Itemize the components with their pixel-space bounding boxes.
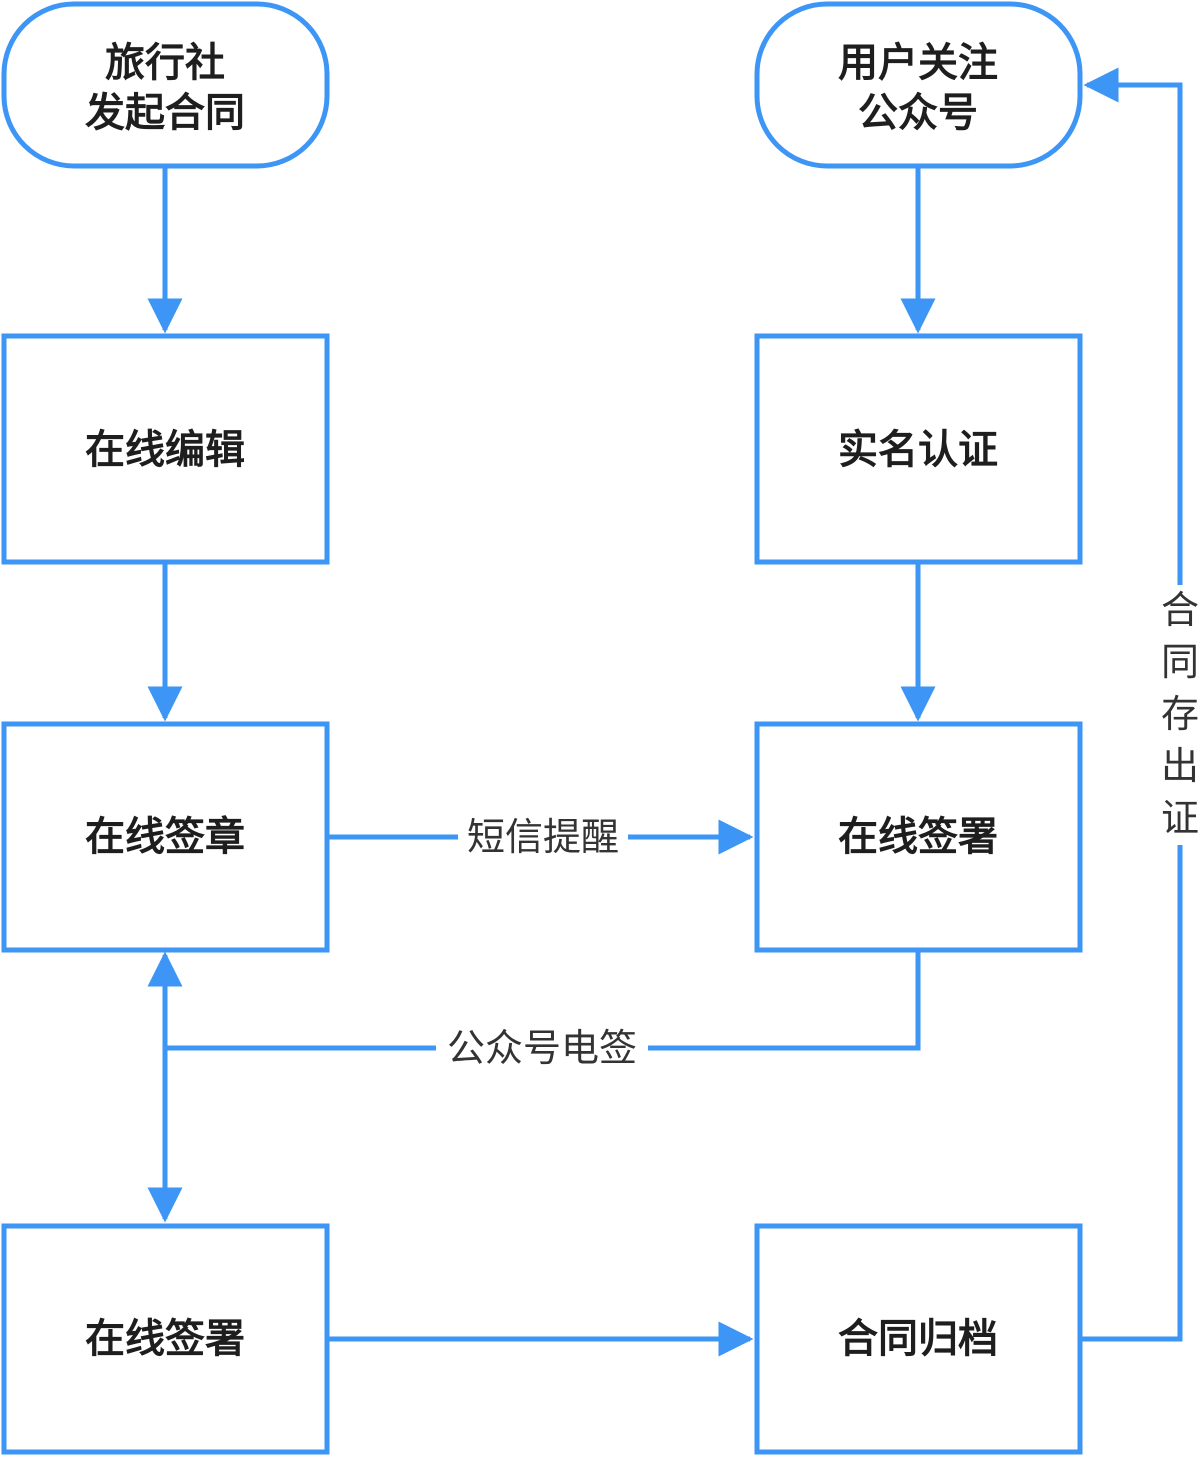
node-agency-online-sign-label: 在线签署	[85, 1316, 245, 1362]
node-real-name-auth-label: 实名认证	[838, 427, 998, 473]
node-user-start: 用户关注 公众号	[754, 1, 1083, 169]
node-online-seal-label: 在线签章	[85, 814, 245, 860]
contract-certificate-char: 合	[1161, 588, 1199, 632]
edge-label-contract-certificate: 合同存出证	[1157, 585, 1200, 845]
contract-certificate-char: 存	[1161, 692, 1199, 736]
edge-wechat-esign	[165, 950, 921, 1051]
node-user-start-line-1: 用户关注	[838, 40, 998, 86]
edge-label-wechat-esign: 公众号电签	[436, 1025, 648, 1071]
node-contract-archive: 合同归档	[754, 1223, 1083, 1455]
contract-certificate-char: 证	[1161, 796, 1199, 840]
node-online-seal: 在线签章	[1, 721, 330, 953]
wechat-esign-label: 公众号电签	[447, 1026, 637, 1070]
sms-reminder-label: 短信提醒	[467, 815, 619, 859]
node-contract-archive-label: 合同归档	[838, 1316, 998, 1362]
node-agency-start: 旅行社 发起合同	[1, 1, 330, 169]
node-user-online-sign: 在线签署	[754, 721, 1083, 953]
node-agency-start-line-1: 旅行社	[105, 40, 225, 86]
contract-certificate-label: 合同存出证	[1161, 588, 1199, 840]
node-user-start-line-2: 公众号	[858, 90, 978, 136]
node-real-name-auth: 实名认证	[754, 333, 1083, 565]
contract-certificate-char: 出	[1161, 744, 1199, 788]
contract-certificate-char: 同	[1161, 640, 1199, 684]
edge-label-sms-reminder: 短信提醒	[458, 814, 628, 860]
node-agency-online-sign: 在线签署	[1, 1223, 330, 1455]
node-online-edit-label: 在线编辑	[85, 427, 245, 473]
node-user-online-sign-label: 在线签署	[838, 814, 998, 860]
node-online-edit: 在线编辑	[1, 333, 330, 565]
node-agency-start-line-2: 发起合同	[85, 90, 245, 136]
